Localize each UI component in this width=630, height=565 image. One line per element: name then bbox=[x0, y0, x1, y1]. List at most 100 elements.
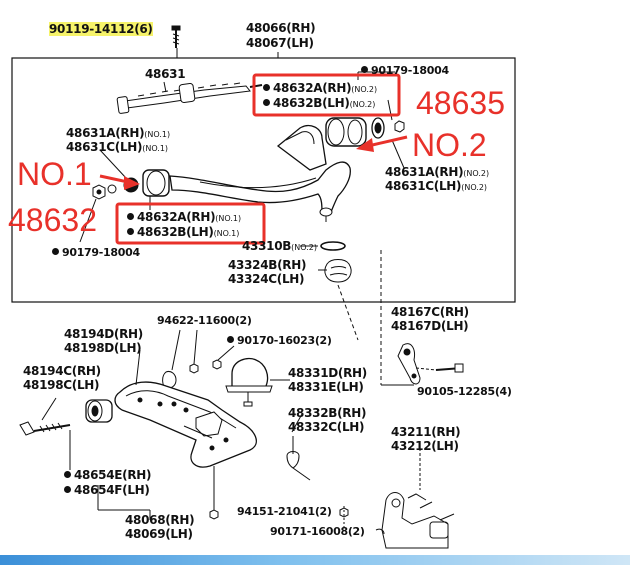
bush-no2-rh-note: (NO.2) bbox=[351, 85, 378, 94]
bush-no1-lh-note: (NO.1) bbox=[213, 229, 240, 238]
bolt-no2-lh-note: (NO.2) bbox=[461, 183, 488, 192]
annotation-48635: 48635 bbox=[416, 85, 505, 121]
label-bush-no1-lh: 48632B(LH)(NO.1) bbox=[127, 225, 239, 241]
bush-lower-lh-text: 48654F(LH) bbox=[74, 483, 150, 497]
label-bolt-a-lh: 48198D(LH) bbox=[64, 341, 142, 355]
nut-c-number: 90171-16008 bbox=[270, 525, 348, 538]
label-arm-lh: 48067(LH) bbox=[246, 36, 314, 50]
top-screw-number: 90119-14112 bbox=[49, 22, 135, 36]
label-bolt-a-rh: 48194D(RH) bbox=[64, 327, 143, 341]
bushing-no2-icon bbox=[325, 117, 405, 169]
label-nut-a: 94622-11600(2) bbox=[157, 314, 252, 328]
highlight-box-no1 bbox=[115, 202, 266, 245]
ring-note: (NO.2) bbox=[291, 243, 317, 252]
label-bush-lower-rh: 48654E(RH) bbox=[64, 468, 152, 482]
bush-no2-lh-note: (NO.2) bbox=[349, 100, 376, 109]
nut-b-number: 90170-16023 bbox=[237, 334, 315, 347]
top-screw-icon bbox=[171, 25, 181, 48]
annotation-no2: NO.2 bbox=[412, 127, 487, 163]
label-knuckle-rh: 43211(RH) bbox=[391, 425, 461, 439]
stopper-icon bbox=[286, 436, 311, 481]
ball-joint-icon bbox=[225, 357, 290, 407]
bolt-c-number: 90105-12285 bbox=[417, 385, 495, 398]
label-arm-rh: 48066(RH) bbox=[246, 21, 316, 35]
label-bolt-no1-lh: 48631C(LH)(NO.1) bbox=[66, 140, 168, 156]
leader-line bbox=[163, 81, 167, 93]
bush-no2-rh-text: 48632A(RH) bbox=[273, 81, 352, 95]
washer-qty: (2) bbox=[314, 505, 332, 518]
bolt-c-qty: (4) bbox=[494, 385, 512, 398]
bolt-lower-left-icon bbox=[19, 397, 71, 436]
top-screw-qty: (6) bbox=[134, 22, 153, 36]
label-ball-joint-lh: 48331E(LH) bbox=[288, 380, 364, 394]
bush-no1-rh-note: (NO.1) bbox=[215, 214, 242, 223]
label-bolt-no2-rh: 48631A(RH)(NO.2) bbox=[385, 165, 489, 181]
label-stopper-rh: 48332B(RH) bbox=[288, 406, 367, 420]
label-ball-joint-rh: 48331D(RH) bbox=[288, 366, 367, 380]
label-nut-c: 90171-16008(2) bbox=[270, 525, 365, 539]
snap-ring-icon bbox=[300, 241, 346, 251]
upper-control-arm-icon bbox=[169, 124, 351, 222]
label-boot-lh: 43324C(LH) bbox=[228, 272, 305, 286]
label-bush-lower-lh: 48654F(LH) bbox=[64, 483, 150, 497]
label-nut-b: 90170-16023(2) bbox=[227, 334, 332, 348]
bushing-no1-icon bbox=[142, 169, 170, 210]
nut-top-number: 90179-18004 bbox=[371, 64, 449, 77]
dust-boot-icon bbox=[318, 259, 352, 283]
label-bolt-b-rh: 48194C(RH) bbox=[23, 364, 101, 378]
lower-control-arm-icon bbox=[114, 381, 257, 520]
label-lower-arm-lh: 48069(LH) bbox=[125, 527, 193, 541]
label-bush-no2-rh: 48632A(RH)(NO.2) bbox=[263, 81, 377, 97]
bushing-lower-icon bbox=[85, 399, 113, 423]
ring-text: 43310B bbox=[242, 239, 292, 253]
label-boot-rh: 43324B(RH) bbox=[228, 258, 307, 272]
label-washer: 94151-21041(2) bbox=[237, 505, 332, 519]
bolt-no1-rh-note: (NO.1) bbox=[144, 130, 171, 139]
bolt-no1-lh-note: (NO.1) bbox=[142, 144, 169, 153]
label-knuckle-lh: 43212(LH) bbox=[391, 439, 459, 453]
nut-lower-left-icon bbox=[79, 184, 106, 243]
bolt-no2-rh-note: (NO.2) bbox=[463, 169, 490, 178]
bolt-no2-lh-text: 48631C(LH) bbox=[385, 179, 462, 193]
nut-c-qty: (2) bbox=[347, 525, 365, 538]
bolt-no1-rh-text: 48631A(RH) bbox=[66, 126, 145, 140]
upper-arm-group-frame bbox=[11, 57, 516, 303]
bush-lower-rh-text: 48654E(RH) bbox=[74, 468, 152, 482]
bush-no1-rh-text: 48632A(RH) bbox=[137, 210, 216, 224]
steering-knuckle-icon bbox=[381, 448, 455, 549]
label-bolt-c: 90105-12285(4) bbox=[417, 385, 512, 399]
label-shaft: 48631 bbox=[145, 67, 186, 81]
bolt-no2-rh-text: 48631A(RH) bbox=[385, 165, 464, 179]
nut-a-qty: (2) bbox=[234, 314, 252, 327]
label-stopper-lh: 48332C(LH) bbox=[288, 420, 365, 434]
nut-b-qty: (2) bbox=[314, 334, 332, 347]
leader-line bbox=[291, 413, 303, 433]
label-bush-no2-lh: 48632B(LH)(NO.2) bbox=[263, 96, 375, 112]
nut-a-number: 94622-11600 bbox=[157, 314, 235, 327]
bolt-no1-lh-text: 48631C(LH) bbox=[66, 140, 143, 154]
leader-line bbox=[387, 99, 393, 121]
label-bolt-b-lh: 48198C(LH) bbox=[23, 378, 100, 392]
red-arrow-no2 bbox=[356, 135, 408, 152]
leader-line bbox=[337, 284, 359, 341]
label-ring: 43310B(NO.2) bbox=[242, 239, 317, 255]
bottom-gradient-bar bbox=[0, 555, 630, 565]
label-bush-no1-rh: 48632A(RH)(NO.1) bbox=[127, 210, 241, 226]
label-lower-arm-rh: 48068(RH) bbox=[125, 513, 195, 527]
annotation-no1: NO.1 bbox=[17, 156, 92, 192]
label-nut-bottom: 90179-18004 bbox=[52, 246, 140, 260]
leader-line bbox=[135, 349, 141, 386]
shaft-48631-icon bbox=[116, 82, 263, 114]
washer-number: 94151-21041 bbox=[237, 505, 315, 518]
annotation-48632: 48632 bbox=[8, 202, 97, 238]
red-arrow-no1 bbox=[99, 174, 140, 190]
label-bolt-no1-rh: 48631A(RH)(NO.1) bbox=[66, 126, 170, 142]
label-nut-top: 90179-18004 bbox=[361, 64, 449, 78]
highlight-box-no2 bbox=[252, 73, 401, 117]
cam-plate-icon bbox=[397, 343, 464, 385]
label-cam-plate-rh: 48167C(RH) bbox=[391, 305, 469, 319]
label-top-screw: 90119-14112(6) bbox=[49, 22, 153, 36]
